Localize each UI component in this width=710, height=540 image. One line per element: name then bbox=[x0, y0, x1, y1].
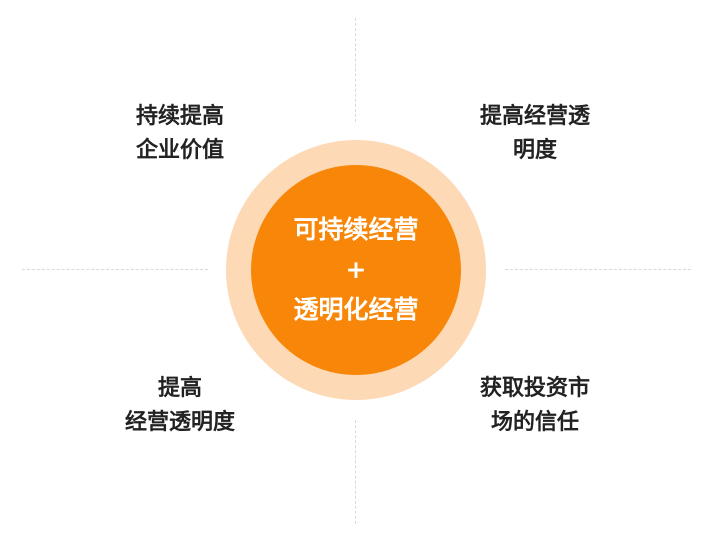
center-plus: + bbox=[345, 255, 367, 284]
quadrant-top-right: 提高经营透 明度 bbox=[455, 100, 615, 168]
center-line-1: 可持续经营 bbox=[293, 215, 419, 244]
divider-left bbox=[22, 269, 208, 270]
divider-right bbox=[505, 269, 691, 270]
quadrant-bottom-left-line-2: 经营透明度 bbox=[124, 410, 235, 435]
quadrant-bottom-right: 获取投资市 场的信任 bbox=[455, 372, 615, 440]
divider-bottom bbox=[355, 420, 356, 524]
quadrant-top-right-line-2: 明度 bbox=[512, 138, 557, 163]
quadrant-top-left: 持续提高 企业价值 bbox=[100, 100, 260, 168]
quadrant-bottom-right-line-2: 场的信任 bbox=[490, 410, 579, 435]
inner-circle bbox=[251, 165, 461, 375]
center-label: 可持续经营 + 透明化经营 bbox=[251, 165, 461, 375]
quadrant-bottom-left: 提高 经营透明度 bbox=[100, 372, 260, 440]
center-line-3: 透明化经营 bbox=[293, 295, 419, 324]
quadrant-top-left-line-1: 持续提高 bbox=[135, 104, 224, 129]
quadrant-top-right-line-1: 提高经营透 bbox=[479, 104, 590, 129]
quadrant-bottom-right-line-1: 获取投资市 bbox=[479, 376, 590, 401]
quadrant-bottom-left-line-1: 提高 bbox=[157, 376, 202, 401]
divider-top bbox=[355, 18, 356, 122]
quadrant-top-left-line-2: 企业价值 bbox=[135, 138, 224, 163]
